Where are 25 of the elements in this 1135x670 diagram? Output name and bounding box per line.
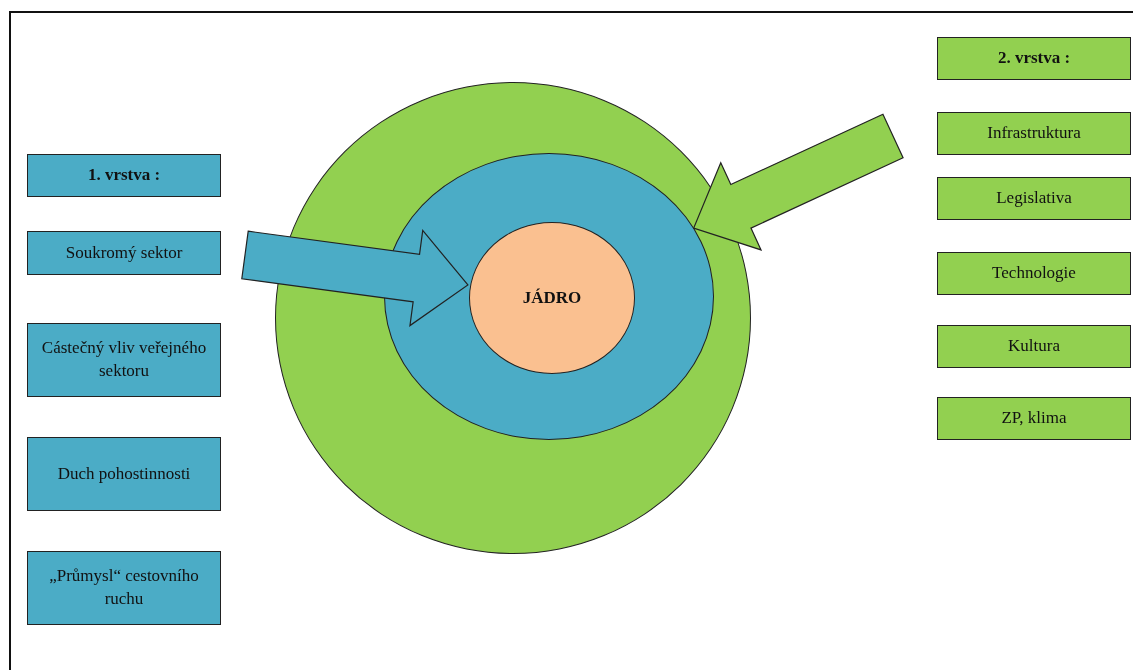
block-arrow — [692, 113, 904, 251]
node-label: Kultura — [1007, 335, 1061, 358]
factor-box — [937, 177, 1131, 220]
node-label: „Průmysl“ cestovního ruchu — [48, 565, 200, 610]
factor-box — [27, 437, 221, 511]
factor-box — [937, 397, 1131, 440]
node-label: JÁDRO — [521, 286, 583, 309]
factor-box — [27, 231, 221, 275]
node-label: Infrastruktura — [986, 122, 1082, 145]
factor-box — [27, 154, 221, 197]
node-label: Legislativa — [995, 187, 1073, 210]
node-label: Duch pohostinnosti — [56, 462, 192, 485]
node-label: Soukromý sektor — [64, 241, 184, 264]
factor-box — [937, 325, 1131, 368]
node-label: 1. vrstva : — [86, 164, 162, 187]
factor-box — [937, 37, 1131, 80]
factor-box — [27, 551, 221, 625]
node-label: Cástečný vliv veřejného sektoru — [40, 337, 208, 382]
factor-box — [27, 323, 221, 397]
factor-box — [937, 252, 1131, 295]
block-arrow — [241, 229, 469, 327]
node-label: ZP, klima — [1000, 407, 1068, 430]
node-label: 2. vrstva : — [996, 47, 1072, 70]
node-label: Technologie — [991, 262, 1077, 285]
factor-box — [937, 112, 1131, 155]
